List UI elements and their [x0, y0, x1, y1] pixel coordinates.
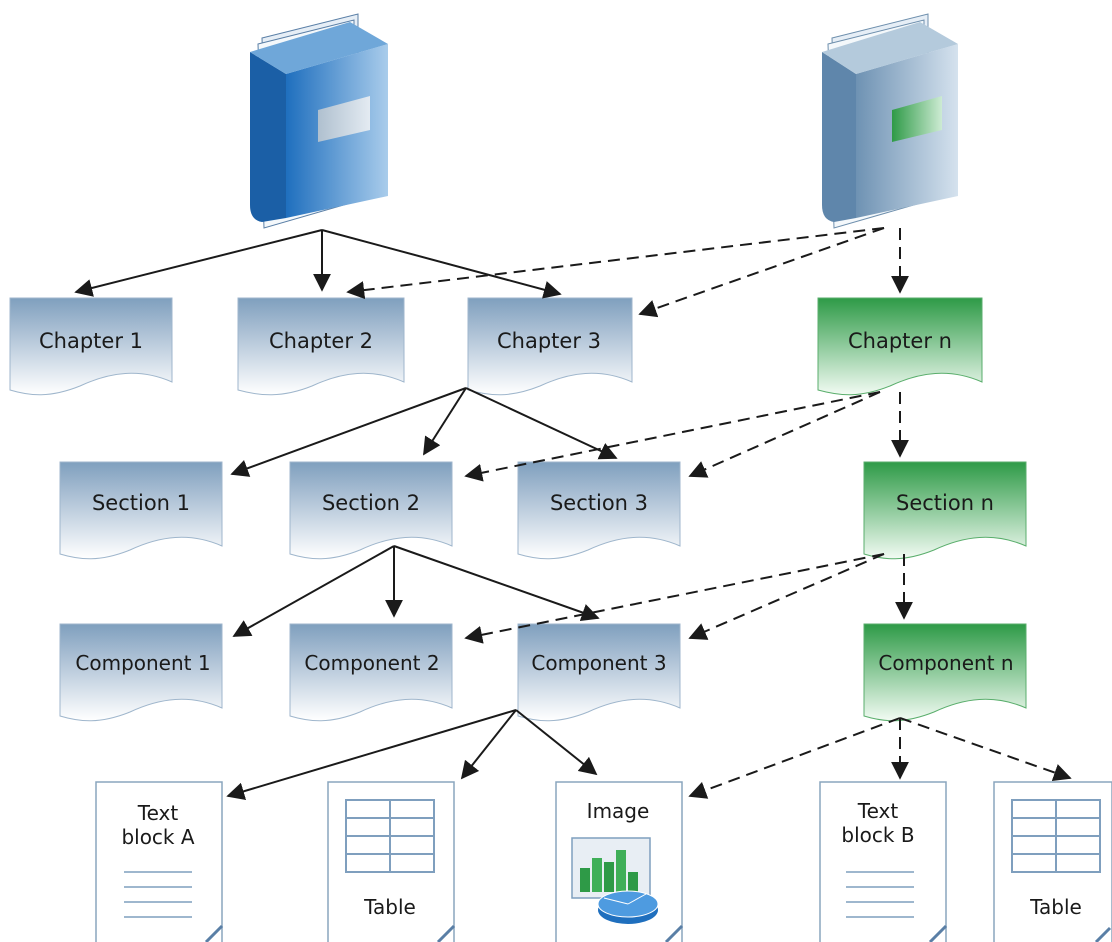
chapter-3-node: Chapter 3 [467, 297, 633, 396]
arrow-section2-to-component-3 [393, 545, 600, 622]
text-block-b-doc: Text block B [819, 781, 948, 942]
table-icon [1011, 799, 1101, 873]
chapter-2-node: Chapter 2 [237, 297, 405, 396]
solid-arrows [74, 229, 618, 800]
image-label: Image [587, 799, 650, 823]
arrow-chapter3-to-section-2 [423, 387, 467, 456]
section-3-label: Section 3 [550, 491, 648, 515]
image-chart-icon [571, 837, 659, 924]
arrow-component3-to-table [460, 709, 517, 780]
section-1-node: Section 1 [59, 461, 223, 560]
dashed-book2-to-chapter-3 [638, 227, 885, 318]
arrow-chapter3-to-section-3 [465, 387, 618, 460]
section-1-label: Section 1 [92, 491, 190, 515]
arrow-section2-to-component-1 [232, 545, 395, 637]
text-lines-icon [846, 871, 914, 918]
component-2-node: Component 2 [289, 623, 453, 722]
dashed-chaptern-to-section-2 [464, 391, 881, 482]
chapter-n-label: Chapter n [848, 329, 952, 353]
chapter-2-label: Chapter 2 [269, 329, 373, 353]
image-doc: Image [555, 781, 684, 942]
table-1-doc: Table [327, 781, 456, 942]
table-1-label: Table [363, 895, 416, 919]
text-block-a-line1: Text [137, 801, 179, 825]
secondary-book-icon [822, 13, 958, 229]
component-n-label: Component n [878, 651, 1013, 675]
arrow-component3-to-image [515, 709, 598, 776]
arrow-component3-to-text-block-a [226, 709, 517, 800]
section-n-label: Section n [896, 491, 994, 515]
component-2-label: Component 2 [304, 651, 439, 675]
table-2-label: Table [1029, 895, 1082, 919]
text-block-b-line1: Text [857, 799, 899, 823]
component-3-node: Component 3 [517, 623, 681, 722]
component-1-label: Component 1 [75, 651, 210, 675]
text-block-b-line2: block B [841, 823, 914, 847]
chapter-1-label: Chapter 1 [39, 329, 143, 353]
dashed-sectionn-to-component-2 [464, 553, 885, 644]
arrow-book-to-chapter-3 [321, 229, 562, 299]
primary-book-icon [250, 13, 388, 229]
dashed-arrows [346, 227, 1072, 799]
dashed-sectionn-to-component-3 [688, 553, 885, 640]
section-2-node: Section 2 [289, 461, 453, 560]
text-block-a-line2: block A [121, 825, 194, 849]
dashed-chaptern-to-section-3 [688, 391, 881, 478]
chapter-1-node: Chapter 1 [9, 297, 173, 396]
dashed-book2-to-chapter-2 [346, 227, 885, 300]
table-2-doc: Table [993, 781, 1112, 942]
dashed-componentn-to-table [899, 717, 1072, 782]
component-3-label: Component 3 [531, 651, 666, 675]
table-icon [345, 799, 435, 873]
arrow-chapter3-to-section-1 [230, 387, 467, 477]
text-lines-icon [124, 871, 192, 918]
chapter-3-label: Chapter 3 [497, 329, 601, 353]
component-1-node: Component 1 [59, 623, 223, 722]
text-block-a-doc: Text block A [95, 781, 224, 942]
arrow-book-to-chapter-1 [74, 229, 323, 297]
chapter-n-node: Chapter n [817, 297, 983, 396]
section-n-node: Section n [863, 461, 1027, 560]
component-n-node: Component n [863, 623, 1027, 722]
section-3-node: Section 3 [517, 461, 681, 560]
section-2-label: Section 2 [322, 491, 420, 515]
